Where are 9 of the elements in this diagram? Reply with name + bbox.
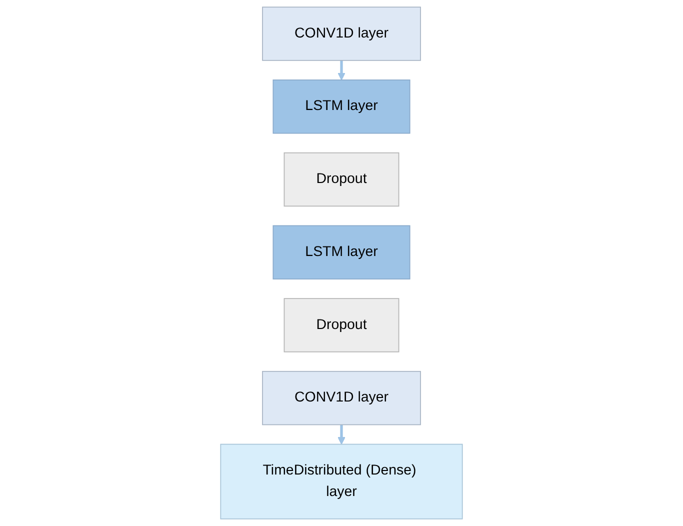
node-box: TimeDistributed (Dense) layer xyxy=(220,444,463,520)
node-box: CONV1D layer xyxy=(262,6,421,61)
node-box: CONV1D layer xyxy=(262,370,421,426)
node-box: LSTM layer xyxy=(272,80,410,134)
node-box: Dropout xyxy=(284,298,400,352)
node-box: Dropout xyxy=(284,152,400,207)
arrow xyxy=(338,60,346,80)
arrow xyxy=(338,424,346,445)
node-box: LSTM layer xyxy=(272,225,410,280)
